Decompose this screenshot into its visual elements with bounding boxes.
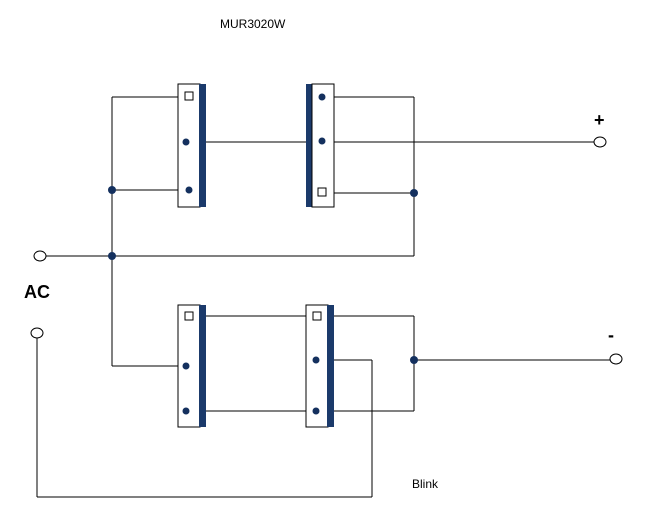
diode-package-top-right <box>306 83 335 208</box>
negative-label: - <box>608 325 614 345</box>
pin-square <box>317 187 327 197</box>
positive-label: + <box>594 110 605 130</box>
diode-package-top-left <box>177 83 206 208</box>
ac-terminal-2 <box>30 327 44 339</box>
pin-dot <box>185 186 193 194</box>
junction-dot <box>108 186 116 194</box>
pin-dot <box>318 93 326 101</box>
junctions <box>108 186 418 364</box>
pin-dot <box>318 137 326 145</box>
wires <box>36 96 610 498</box>
pin-dot <box>182 407 190 415</box>
ac-terminal-1 <box>33 250 47 262</box>
junction-dot <box>410 189 418 197</box>
pin-square <box>184 91 194 101</box>
pin-square <box>184 311 194 321</box>
package-band <box>199 305 206 427</box>
pin-dot <box>182 362 190 370</box>
positive-terminal <box>593 136 607 148</box>
pin-dot <box>312 356 320 364</box>
junction-dot <box>410 356 418 364</box>
blink-label: Blink <box>412 477 439 491</box>
ac-label: AC <box>24 282 50 302</box>
pin-dot <box>312 407 320 415</box>
part-number-label: MUR3020W <box>220 17 286 31</box>
negative-terminal <box>609 353 623 365</box>
package-body <box>311 83 335 208</box>
pin-square <box>312 311 322 321</box>
package-band <box>306 84 313 207</box>
junction-dot <box>108 252 116 260</box>
package-band <box>327 305 334 427</box>
diode-package-bottom-left <box>177 304 206 428</box>
package-band <box>199 84 206 207</box>
terminals <box>30 136 623 365</box>
pin-dot <box>182 138 190 146</box>
diode-package-bottom-right <box>305 304 334 428</box>
